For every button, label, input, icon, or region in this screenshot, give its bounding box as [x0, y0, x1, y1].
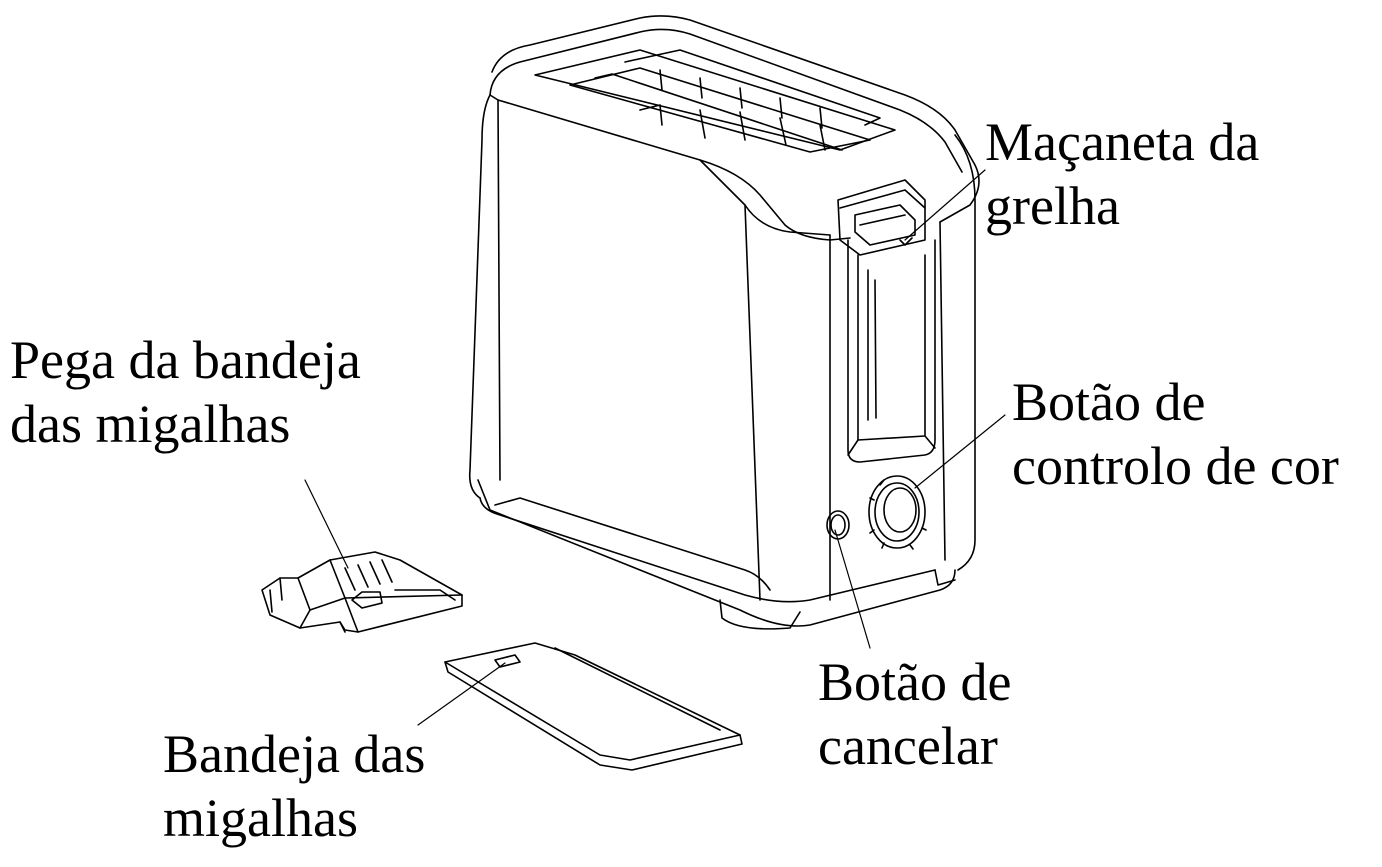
leader-cancel [834, 529, 871, 649]
crumb-tray-part [444, 642, 743, 771]
leader-tray-handle [304, 479, 349, 569]
crumb-tray-handle-part [261, 551, 463, 633]
label-tray-handle-line1: Pega da bandeja [10, 330, 361, 390]
label-crumb-tray: Bandeja das migalhas [163, 722, 425, 850]
label-crumb-tray-line1: Bandeja das [163, 724, 426, 784]
label-color-control-line2: controlo de cor [1012, 436, 1339, 496]
color-control-knob [868, 475, 927, 550]
label-color-control-line1: Botão de [1012, 372, 1206, 432]
leader-lever [904, 169, 986, 241]
label-tray-handle: Pega da bandeja das migalhas [10, 328, 361, 456]
lever-slot [847, 239, 936, 463]
label-cancel-line2: cancelar [818, 716, 998, 776]
label-crumb-tray-line2: migalhas [163, 788, 358, 848]
leader-crumb-tray [417, 662, 506, 726]
toaster-body [468, 15, 980, 630]
label-tray-handle-line2: das migalhas [10, 394, 291, 454]
lever-knob [837, 179, 926, 256]
leader-color-control [914, 414, 1006, 489]
label-cancel-line1: Botão de [818, 652, 1012, 712]
cancel-button-part [826, 510, 850, 540]
leader-lines [304, 169, 1006, 726]
label-lever: Maçaneta da grelha [985, 110, 1259, 238]
label-lever-line1: Maçaneta da [985, 112, 1260, 172]
label-lever-line2: grelha [985, 176, 1120, 236]
label-cancel: Botão de cancelar [818, 650, 1011, 778]
label-color-control: Botão de controlo de cor [1012, 370, 1339, 498]
